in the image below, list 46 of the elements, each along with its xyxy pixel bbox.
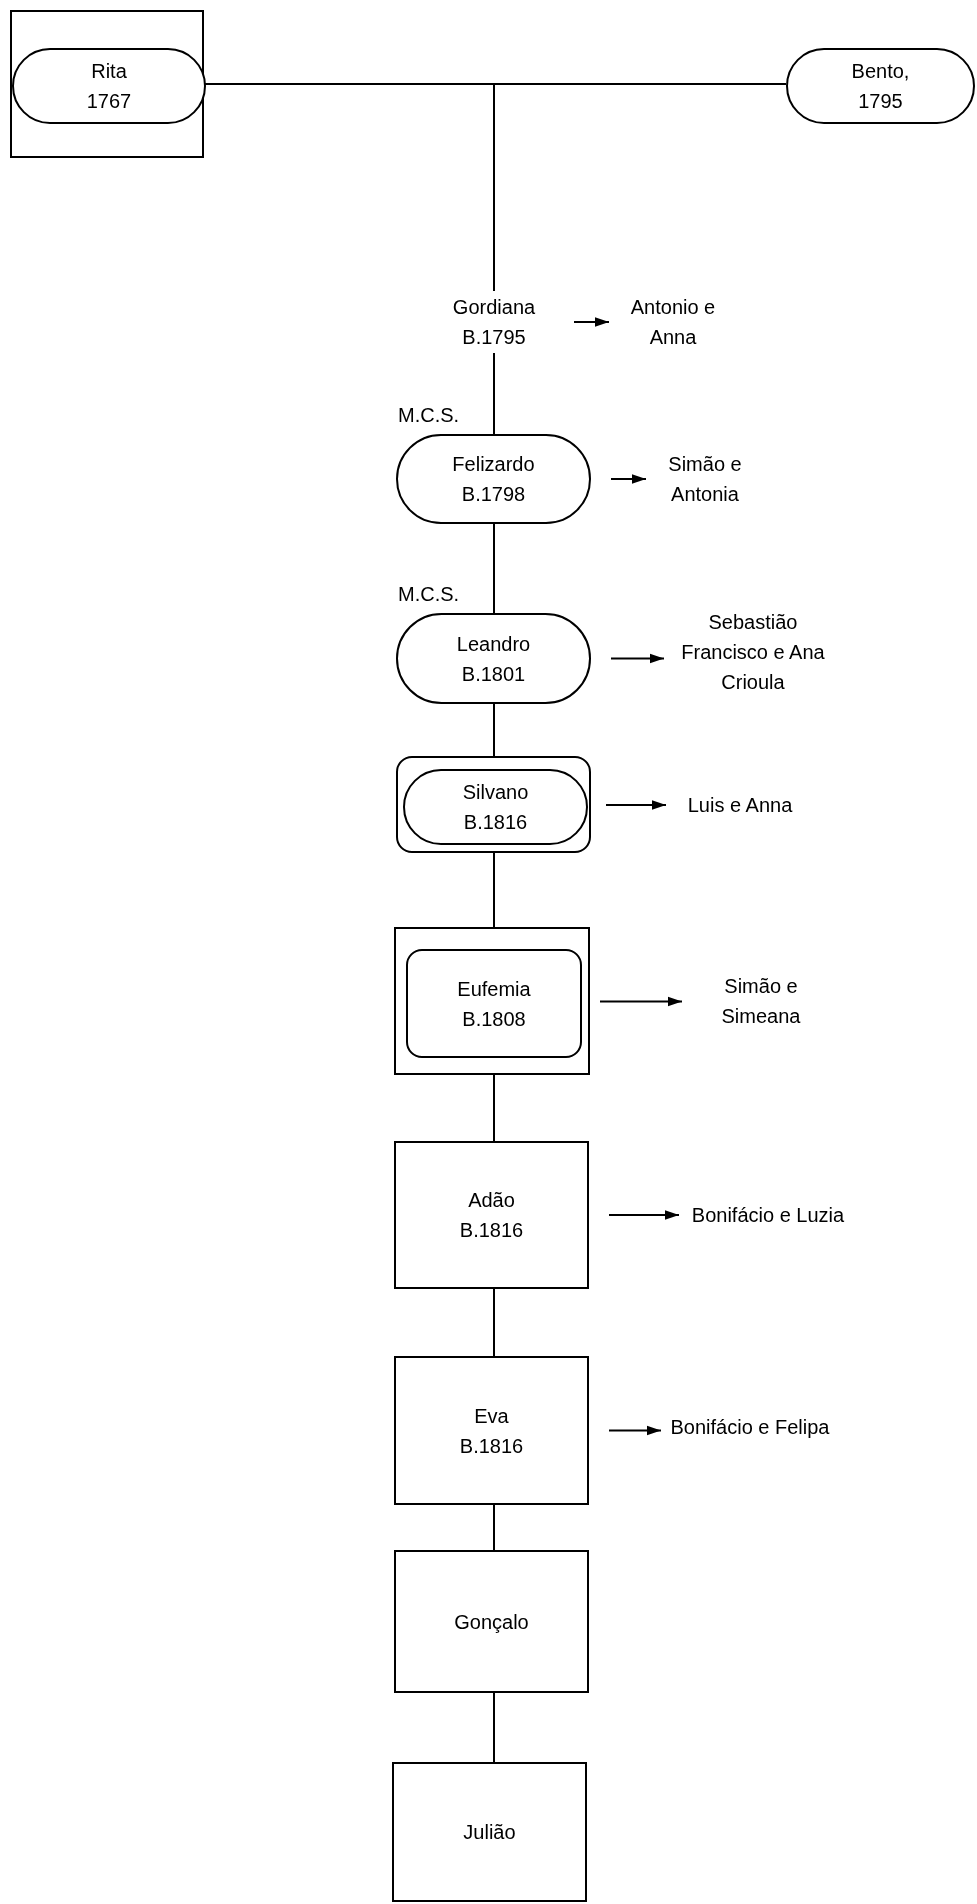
frame-box: [394, 927, 590, 1075]
person-name: Rita 1767: [85, 59, 133, 114]
person-name: Julião: [463, 1820, 516, 1845]
person-name: Felizardo B.1798: [451, 452, 536, 507]
person-box: [394, 1550, 589, 1693]
connector-line: [493, 523, 495, 614]
person-pill: [403, 769, 588, 845]
person-name: Antonio e Anna: [629, 295, 717, 350]
arrow: [610, 474, 647, 484]
frame-box: [396, 756, 591, 853]
connector-line: [493, 352, 495, 435]
frame-box: [10, 10, 204, 158]
person-name: Adão B.1816: [458, 1188, 525, 1243]
person-name: Leandro B.1801: [455, 631, 532, 687]
connector-line: [493, 1288, 495, 1357]
person-name: Gordiana B.1795: [451, 295, 537, 350]
connector-line: [493, 1692, 495, 1763]
person-name: Simão e Antonia: [667, 452, 743, 507]
person-name: Bonifácio e Luzia: [691, 1203, 845, 1228]
person-name: Gonçalo: [454, 1609, 529, 1635]
person-name: Sebastião Francisco e Ana Crioula: [680, 610, 826, 695]
note-text: M.C.S.: [398, 403, 460, 428]
person-name: Silvano B.1816: [461, 780, 530, 835]
person-name: Bonifácio e Felipa: [670, 1415, 830, 1440]
person-box: [394, 1141, 589, 1289]
arrow: [599, 996, 683, 1007]
person-box: [392, 1762, 587, 1902]
person-name: Bento, 1795: [850, 59, 911, 114]
person-name: Simão e Simeana: [720, 974, 802, 1029]
note-text: M.C.S.: [398, 582, 460, 607]
person-rounded-box: [406, 949, 582, 1058]
connector-line: [493, 84, 495, 292]
arrow: [608, 1425, 662, 1436]
person-name: Luis e Anna: [687, 793, 793, 818]
connector-line: [493, 1074, 495, 1142]
person-pill: [12, 48, 206, 124]
connector-line: [493, 1504, 495, 1551]
person-name: Eva B.1816: [458, 1403, 525, 1459]
connector-line: [493, 852, 495, 928]
connector-line: [493, 703, 495, 757]
arrow: [573, 317, 610, 327]
arrow: [605, 800, 667, 810]
arrow: [608, 1210, 680, 1220]
person-name: Eufemia B.1808: [456, 976, 532, 1032]
person-box: [394, 1356, 589, 1505]
arrow: [610, 653, 665, 664]
